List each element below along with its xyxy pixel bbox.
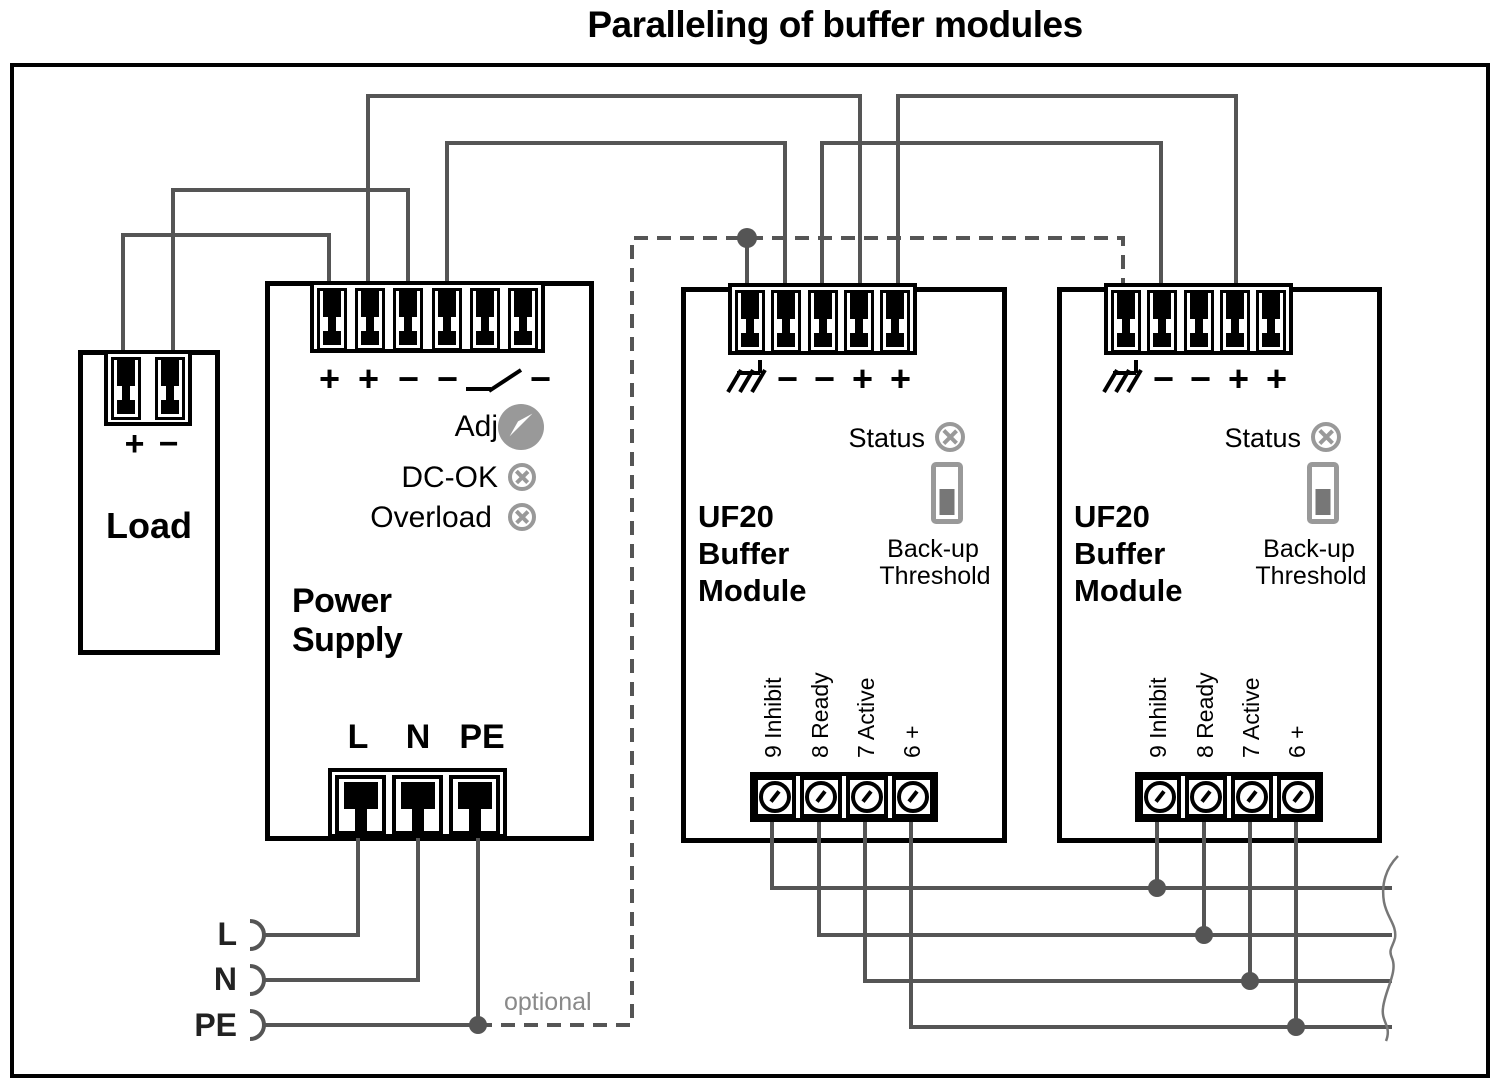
module1-name-label: UF20 Buffer Module xyxy=(698,499,807,608)
module1-pin7-label: 7 Active xyxy=(853,677,879,758)
module2-terminal-minus-1 xyxy=(1147,290,1178,353)
dc-ok-label: DC-OK xyxy=(401,461,498,494)
module1-plus1-label: + xyxy=(851,358,873,399)
psu-terminal-minus-2 xyxy=(431,288,462,351)
module2-pin8-label: 8 Ready xyxy=(1192,672,1218,758)
module1-terminal-minus-1 xyxy=(771,290,802,353)
module1-terminal-plus-2 xyxy=(880,290,910,353)
module2-plus1-label: + xyxy=(1227,358,1249,399)
module1-signal-terminal-block xyxy=(750,772,938,822)
power-supply-input-terminal-block xyxy=(328,768,507,838)
module1-top-terminal-block xyxy=(728,283,917,355)
psu-pe-label: PE xyxy=(459,718,505,756)
overload-led-icon xyxy=(508,503,536,531)
psu-terminal-minus-3 xyxy=(507,288,538,351)
module2-terminal-ground xyxy=(1111,290,1141,353)
module1-backup-label: Back-up xyxy=(887,535,979,563)
module2-top-terminal-block xyxy=(1104,283,1293,355)
load-minus-label: − xyxy=(158,425,179,463)
psu-terminal-plus-1 xyxy=(317,288,347,351)
mains-n-label: N xyxy=(213,961,237,997)
module1-pin9-label: 9 Inhibit xyxy=(760,677,786,758)
page-title: Paralleling of buffer modules xyxy=(587,4,1083,45)
module2-status-label: Status xyxy=(1224,423,1301,453)
module2-screw-6 xyxy=(1277,776,1319,818)
psu-terminal-minus-1 xyxy=(393,288,424,351)
screw-icon xyxy=(1144,781,1176,813)
module2-terminal-plus-2 xyxy=(1256,290,1286,353)
module1-pin8-label: 8 Ready xyxy=(807,672,833,758)
module2-signal-terminal-block xyxy=(1135,772,1323,822)
dc-ok-led-icon xyxy=(508,463,536,491)
module1-threshold-label: Threshold xyxy=(879,562,991,590)
psu-plus2-label: + xyxy=(357,358,379,399)
load-label: Load xyxy=(106,505,192,546)
mains-pe-label: PE xyxy=(194,1007,237,1043)
module2-plus2-label: + xyxy=(1265,358,1287,399)
module1-status-led-icon xyxy=(935,422,965,452)
load-terminal-block xyxy=(104,350,192,426)
module1-screw-9 xyxy=(754,776,796,818)
psu-terminal-plus-2 xyxy=(355,288,386,351)
psu-minus2-label: − xyxy=(436,358,458,399)
module2-screw-9 xyxy=(1139,776,1181,818)
mains-l-label: L xyxy=(217,916,237,952)
module2-pin9-label: 9 Inhibit xyxy=(1145,677,1171,758)
adj-dial-icon xyxy=(498,404,544,450)
screw-icon xyxy=(1236,781,1268,813)
psu-terminal-L xyxy=(335,775,386,835)
power-supply-label: Power Supply xyxy=(292,582,403,659)
module1-screw-6 xyxy=(892,776,934,818)
screw-icon xyxy=(897,781,929,813)
module2-backup-label: Back-up xyxy=(1263,535,1355,563)
psu-plus1-label: + xyxy=(318,358,340,399)
module2-name-label: UF20 Buffer Module xyxy=(1074,499,1183,608)
module1-backup-threshold-switch-icon xyxy=(931,462,963,524)
module2-backup-threshold-switch-icon xyxy=(1307,462,1339,524)
psu-n-label: N xyxy=(405,718,431,756)
module2-screw-7 xyxy=(1231,776,1273,818)
load-terminal-plus xyxy=(111,357,141,420)
adj-dial-needle xyxy=(509,413,533,437)
module2-minus1-label: − xyxy=(1152,358,1174,399)
power-supply-output-terminal-block xyxy=(310,281,545,353)
psu-terminal-switch xyxy=(469,288,500,351)
screw-icon xyxy=(805,781,837,813)
overload-label: Overload xyxy=(370,501,492,534)
optional-label: optional xyxy=(504,988,592,1016)
module1-pin6-label: 6 + xyxy=(899,725,925,758)
screw-icon xyxy=(1190,781,1222,813)
psu-minus1-label: − xyxy=(397,358,419,399)
module1-status-label: Status xyxy=(848,423,925,453)
load-terminal-minus xyxy=(155,357,185,420)
psu-l-label: L xyxy=(347,718,369,756)
adj-label: Adj xyxy=(454,410,498,443)
psu-minus3-label: − xyxy=(529,358,551,399)
module1-minus1-label: − xyxy=(776,358,798,399)
module2-threshold-label: Threshold xyxy=(1255,562,1367,590)
module2-screw-8 xyxy=(1185,776,1227,818)
module2-pin6-label: 6 + xyxy=(1284,725,1310,758)
module2-status-led-icon xyxy=(1311,422,1341,452)
module2-terminal-plus-1 xyxy=(1219,290,1250,353)
module1-terminal-ground xyxy=(735,290,765,353)
module1-screw-7 xyxy=(846,776,888,818)
screw-icon xyxy=(1282,781,1314,813)
module1-screw-8 xyxy=(800,776,842,818)
load-plus-label: + xyxy=(124,425,145,463)
screw-icon xyxy=(759,781,791,813)
module2-minus2-label: − xyxy=(1189,358,1211,399)
module1-minus2-label: − xyxy=(813,358,835,399)
module1-terminal-minus-2 xyxy=(807,290,838,353)
module2-terminal-minus-2 xyxy=(1183,290,1214,353)
psu-terminal-N xyxy=(392,775,443,835)
module1-plus2-label: + xyxy=(889,358,911,399)
psu-terminal-PE xyxy=(449,775,500,835)
module2-pin7-label: 7 Active xyxy=(1238,677,1264,758)
screw-icon xyxy=(851,781,883,813)
module1-terminal-plus-1 xyxy=(843,290,874,353)
